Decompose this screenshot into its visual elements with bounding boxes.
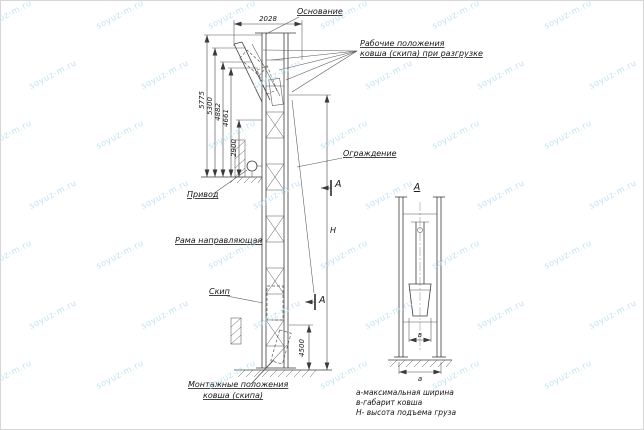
working-positions-line2: ковша (скипа) при разгрузке [360,49,483,58]
section-mark-top: А [334,179,342,190]
tower-frame [255,32,296,369]
dim-2900-value: 2900 [230,139,238,157]
label-base: Основание [265,7,343,35]
label-guide-frame: Рама направляющая [175,236,264,246]
label-mounting-positions: Монтажные положения ковша (скипа) [188,329,292,400]
mounting-positions-line1: Монтажные положения [188,380,289,389]
legend-line-h: Н- высота подъема груза [356,408,456,417]
dim-4500: 4500 [289,324,313,370]
legend-line-b: в-габарит ковша [356,398,423,407]
skip-assembly: Скип [209,285,284,321]
view-a-title: А [413,182,421,193]
dim-H-symbol: Н [330,226,336,235]
drive-unit: Привод [187,160,262,199]
dim-a-symbol: а [418,375,422,383]
dim-4661-value: 4661 [222,109,230,127]
dim-5775-value: 5775 [198,91,206,109]
dim-top-width: 2028 [233,15,303,60]
dim-5300-value: 5300 [206,97,214,115]
working-positions-line1: Рабочие положения [360,39,445,48]
skip-label: Скип [209,287,230,296]
guide-frame-label: Рама направляющая [175,236,262,245]
legend: а-максимальная ширина в-габарит ковша Н-… [356,388,456,417]
guard-label: Ограждение [343,149,397,158]
section-marks: А А [291,99,342,310]
dim-4500-value: 4500 [298,339,306,357]
legend-line-a: а-максимальная ширина [356,388,454,397]
section-mark-bottom: А [318,295,326,306]
dim-left-heights: 5775 5300 4882 4661 2900 [198,34,262,177]
dim-2028-value: 2028 [259,15,277,23]
mounting-positions-line2: ковша (скипа) [203,391,263,400]
dim-4882-value: 4882 [214,103,222,121]
drive-label: Привод [187,190,219,199]
base-label: Основание [297,7,343,16]
side-view: А [388,182,453,383]
label-guard: Ограждение [296,149,397,168]
dim-height-H: Н [289,94,336,370]
unloading-guides [233,41,284,106]
label-working-positions: Рабочие положения ковша (скипа) при разг… [262,39,483,93]
dim-b-symbol: в [418,331,422,339]
ground-main [234,369,332,378]
